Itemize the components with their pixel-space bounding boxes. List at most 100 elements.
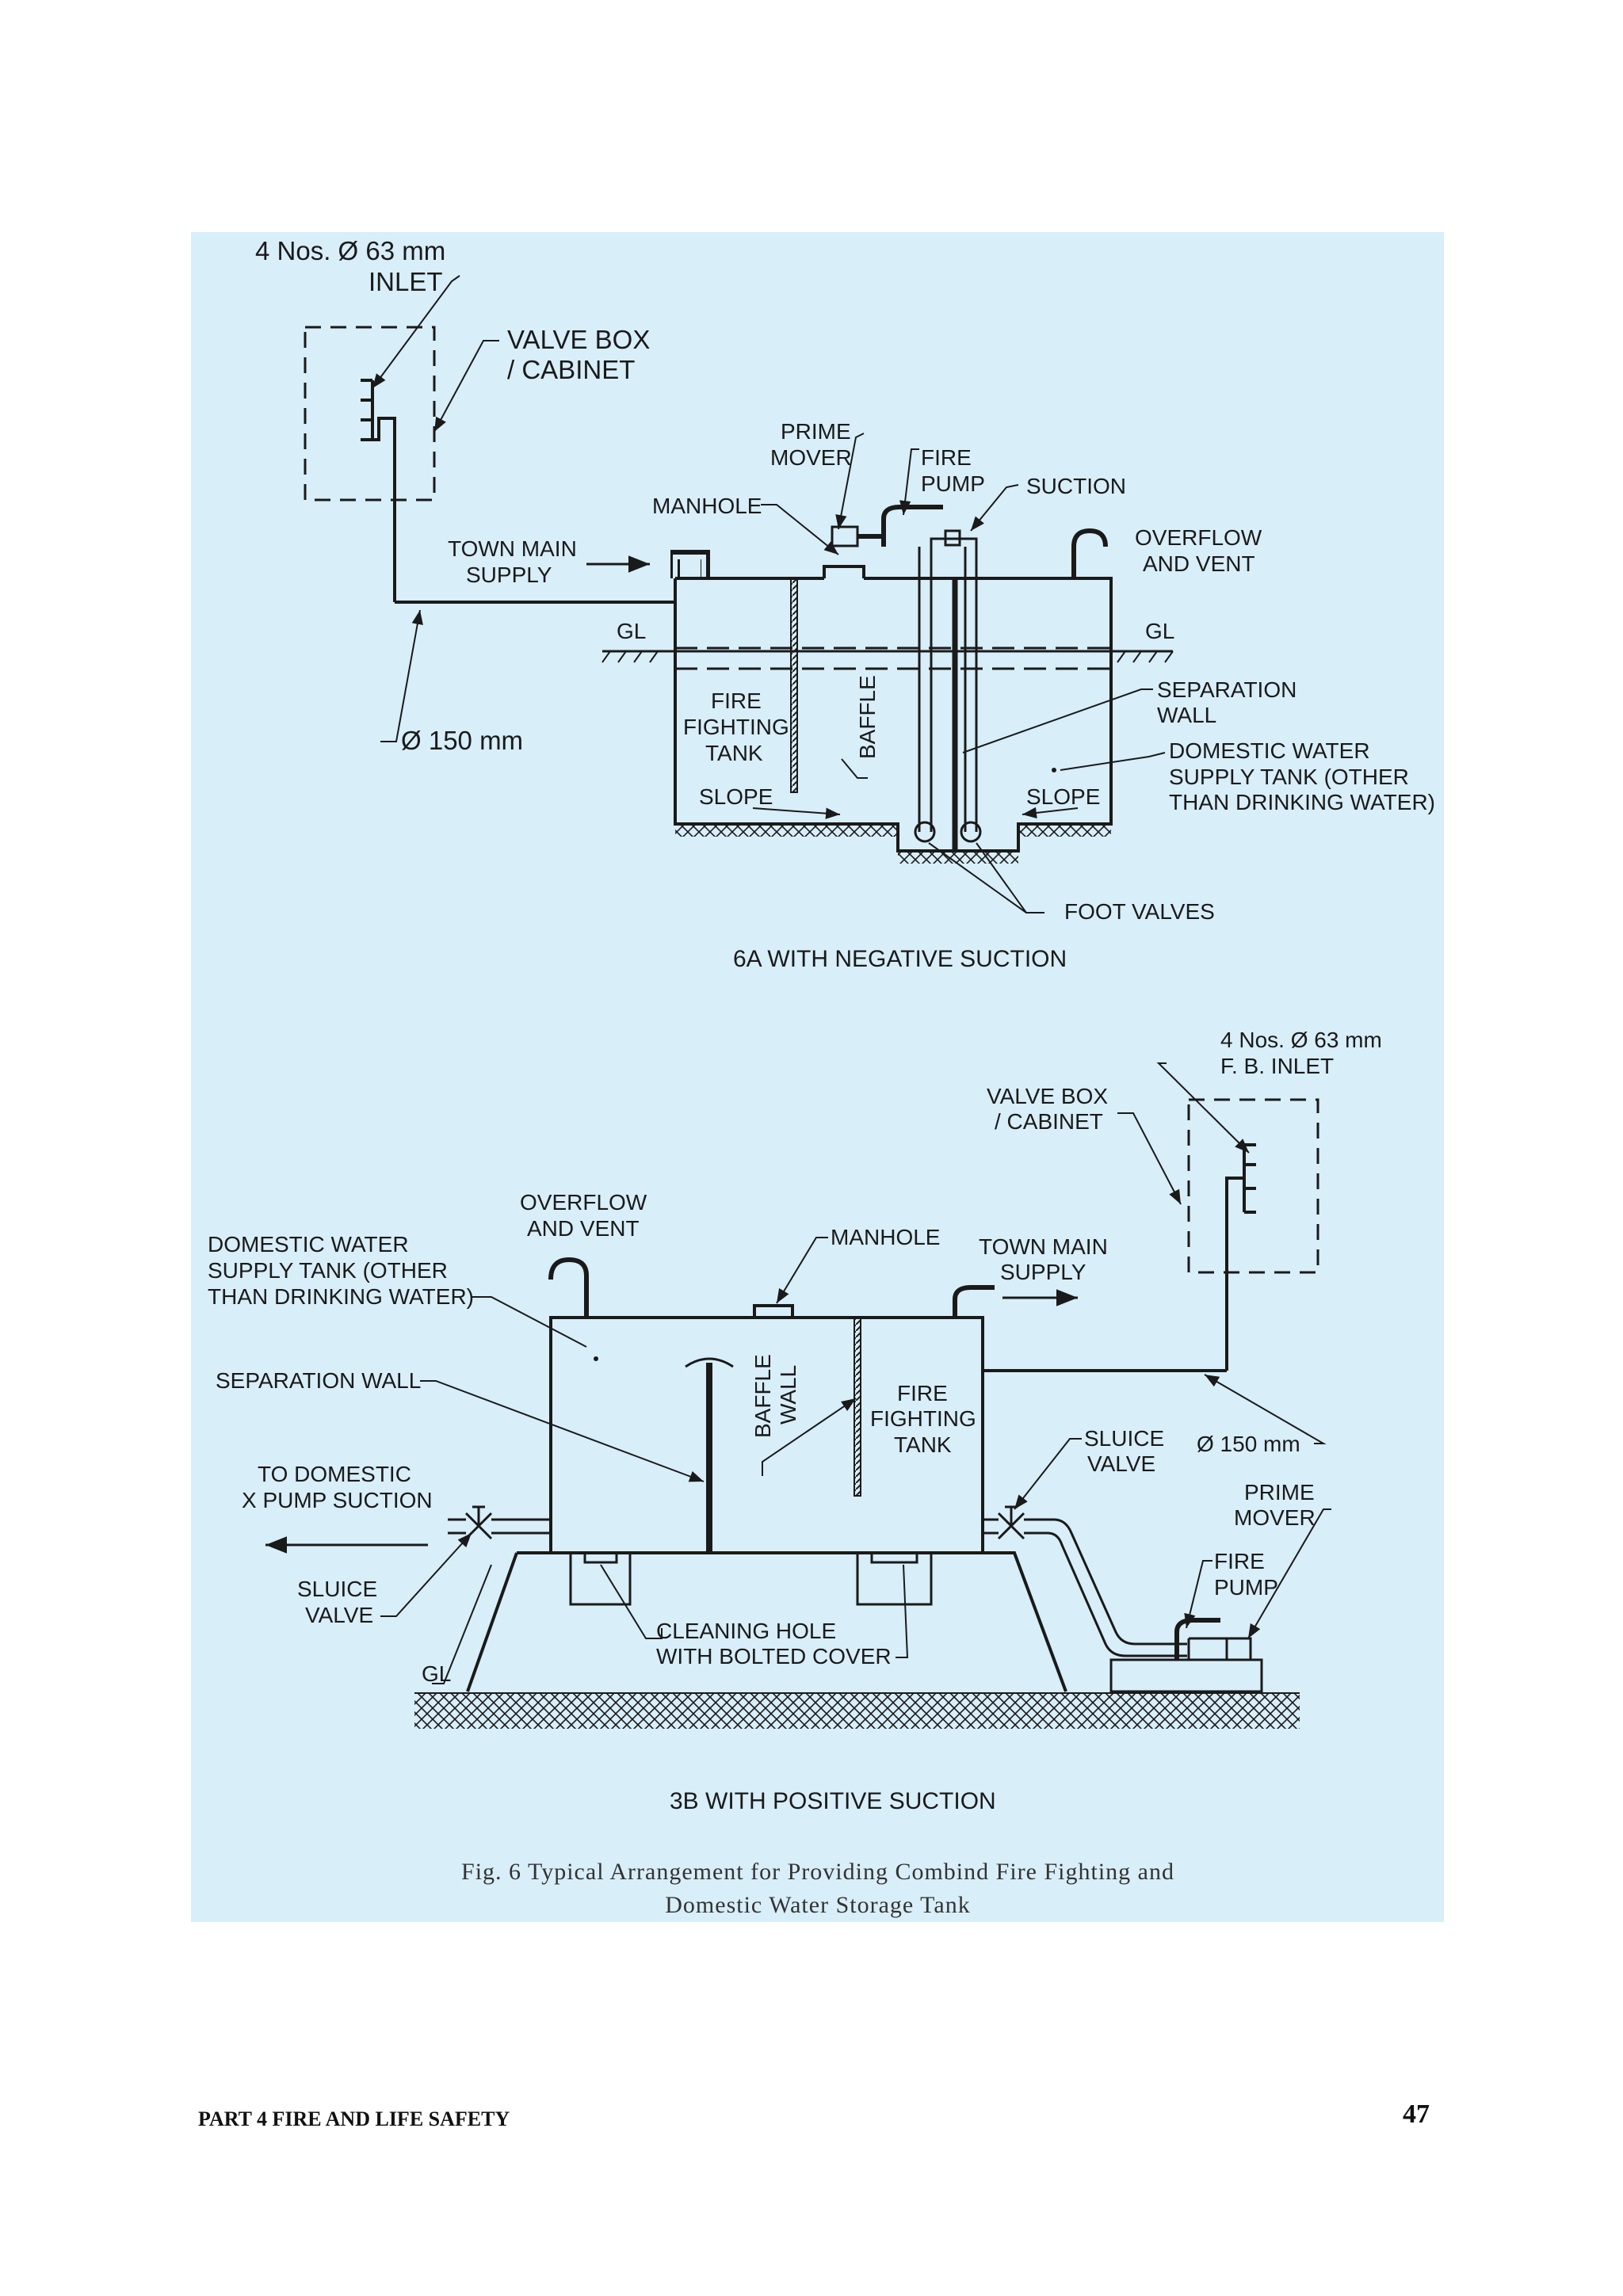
inlet-label-6a: INLET bbox=[369, 267, 443, 296]
town-main-label-3b-2: SUPPLY bbox=[1000, 1260, 1086, 1284]
baffle-label-6a: BAFFLE bbox=[855, 675, 880, 759]
manhole-label-6a: MANHOLE bbox=[652, 494, 762, 518]
fire-pump-label-6a-1: FIRE bbox=[921, 445, 972, 470]
fire-tank-label-3b-1: FIRE bbox=[897, 1381, 948, 1405]
fire-pump-6a bbox=[857, 505, 943, 547]
town-main-label-3b-1: TOWN MAIN bbox=[979, 1234, 1108, 1259]
domestic-outlet-pipe-3b bbox=[491, 1518, 551, 1535]
figure-caption-line-2: Domestic Water Storage Tank bbox=[665, 1892, 970, 1918]
separation-label-6a-2: WALL bbox=[1157, 703, 1216, 727]
domestic-label-6a-1: DOMESTIC WATER bbox=[1169, 738, 1370, 763]
inlet-manifold-3b bbox=[1225, 1143, 1256, 1371]
sluice-label-3b-right-2: VALVE bbox=[1087, 1451, 1155, 1476]
slope-label-6a-left: SLOPE bbox=[699, 784, 773, 809]
diagram-title-6a: 6A WITH NEGATIVE SUCTION bbox=[733, 946, 1067, 972]
cleaning-label-1: CLEANING HOLE bbox=[656, 1619, 836, 1643]
page-number: 47 bbox=[1403, 2100, 1430, 2129]
sluice-label-3b-left-2: VALVE bbox=[305, 1603, 373, 1627]
inlet-label-3b: F. B. INLET bbox=[1220, 1054, 1334, 1078]
ground-hatch-6a-sump bbox=[898, 852, 1018, 864]
prime-mover-3b bbox=[1225, 1637, 1252, 1661]
suction-valve-6a bbox=[944, 529, 961, 547]
valve-box-3b bbox=[1187, 1098, 1319, 1274]
fire-tank-label-6a-1: FIRE bbox=[711, 688, 762, 713]
baffle-wall-3b bbox=[854, 1317, 861, 1497]
pipe-dia-label-6a: Ø 150 mm bbox=[401, 726, 523, 755]
suction-pipe-6a bbox=[918, 547, 978, 832]
water-level-6a bbox=[675, 646, 1111, 670]
valve-box-label-6a-2: / CABINET bbox=[507, 355, 635, 384]
footer-section: PART 4 FIRE AND LIFE SAFETY bbox=[198, 2107, 510, 2130]
foot-valve-6a-1 bbox=[914, 821, 936, 843]
cleaning-hole-3b-left bbox=[569, 1553, 632, 1606]
domestic-label-3b-3: THAN DRINKING WATER) bbox=[208, 1284, 474, 1309]
slope-arrow-6a-right bbox=[1022, 807, 1079, 819]
prime-mover-label-3b-2: MOVER bbox=[1234, 1505, 1316, 1530]
domestic-label-3b-2: SUPPLY TANK (OTHER bbox=[208, 1258, 448, 1283]
pipe-dia-label-3b: Ø 150 mm bbox=[1197, 1432, 1300, 1456]
ground-hatch-6a-left bbox=[675, 826, 898, 837]
valve-box-label-3b-2: / CABINET bbox=[995, 1109, 1103, 1134]
town-main-gooseneck-3b bbox=[953, 1285, 995, 1318]
fire-pump-label-3b-2: PUMP bbox=[1214, 1575, 1278, 1600]
valve-box-label-6a-1: VALVE BOX bbox=[507, 325, 650, 354]
sluice-valve-3b-left bbox=[464, 1505, 493, 1540]
manhole-3b bbox=[753, 1304, 794, 1318]
baffle-6a bbox=[790, 578, 798, 793]
labels-6a: 4 Nos. Ø 63 mm INLET VALVE BOX / CABINET… bbox=[255, 236, 1435, 972]
overflow-label-3b-2: AND VENT bbox=[527, 1216, 640, 1241]
fire-pump-3b bbox=[1174, 1618, 1220, 1660]
inlet-spec-3b: 4 Nos. Ø 63 mm bbox=[1220, 1028, 1382, 1052]
gl-label-6a-right: GL bbox=[1145, 619, 1174, 643]
suction-label-6a: SUCTION bbox=[1026, 474, 1126, 498]
gl-label-3b: GL bbox=[422, 1661, 451, 1686]
valve-box-label-3b-1: VALVE BOX bbox=[987, 1084, 1108, 1108]
foot-valve-6a-2 bbox=[960, 821, 982, 843]
labels-3b: 4 Nos. Ø 63 mm F. B. INLET VALVE BOX / C… bbox=[208, 1028, 1382, 1814]
domestic-label-6a-3: THAN DRINKING WATER) bbox=[1169, 790, 1435, 814]
ground-hatch-6a-right bbox=[1018, 826, 1111, 837]
prime-mover-6a bbox=[831, 525, 859, 547]
domestic-label-6a-2: SUPPLY TANK (OTHER bbox=[1169, 765, 1409, 789]
separation-label-6a-1: SEPARATION bbox=[1157, 677, 1296, 702]
valve-box-6a bbox=[304, 326, 436, 502]
cleaning-hole-3b-right bbox=[856, 1553, 933, 1606]
fire-tank-label-3b-3: TANK bbox=[894, 1432, 952, 1457]
tank-outline-6a bbox=[674, 577, 1113, 852]
overflow-label-6a-1: OVERFLOW bbox=[1135, 525, 1262, 550]
diagram-3b bbox=[265, 1062, 1331, 1729]
baffle-label-3b-1: BAFFLE bbox=[750, 1354, 775, 1438]
diagram-6a bbox=[304, 275, 1174, 913]
cleaning-label-2: WITH BOLTED COVER bbox=[656, 1644, 892, 1669]
fire-pump-label-6a-2: PUMP bbox=[921, 471, 985, 496]
slope-arrow-6a-left bbox=[752, 807, 841, 819]
diagram-title-3b: 3B WITH POSITIVE SUCTION bbox=[670, 1788, 996, 1814]
overflow-vent-3b bbox=[548, 1257, 589, 1318]
figure-panel bbox=[191, 232, 1444, 1922]
figure-caption-line-1: Fig. 6 Typical Arrangement for Providing… bbox=[461, 1859, 1174, 1885]
town-main-label-6a-2: SUPPLY bbox=[466, 563, 552, 587]
pump-base-3b bbox=[1109, 1658, 1263, 1693]
overflow-label-3b-1: OVERFLOW bbox=[520, 1190, 647, 1215]
separation-label-3b: SEPARATION WALL bbox=[216, 1368, 421, 1393]
prime-mover-label-6a-1: PRIME bbox=[781, 419, 851, 444]
prime-mover-label-6a-2: MOVER bbox=[770, 445, 852, 470]
sluice-label-3b-right-1: SLUICE bbox=[1084, 1426, 1164, 1451]
pump-suction-pipe-3b bbox=[983, 1518, 1187, 1657]
manhole-6a bbox=[823, 565, 865, 578]
overflow-label-6a-2: AND VENT bbox=[1143, 551, 1255, 576]
ground-hatch-3b bbox=[414, 1693, 1300, 1729]
domestic-label-3b-1: DOMESTIC WATER bbox=[208, 1232, 409, 1257]
fire-tank-label-6a-3: TANK bbox=[705, 741, 763, 765]
foot-valves-label-6a: FOOT VALVES bbox=[1064, 899, 1215, 924]
overflow-vent-6a bbox=[1071, 528, 1108, 578]
fire-tank-label-6a-2: FIGHTING bbox=[683, 715, 789, 739]
sluice-valve-3b-right bbox=[997, 1505, 1025, 1540]
town-main-label-6a-1: TOWN MAIN bbox=[448, 536, 577, 561]
baffle-label-3b-2: WALL bbox=[776, 1365, 800, 1425]
prime-mover-label-3b-1: PRIME bbox=[1244, 1480, 1315, 1505]
inlet-spec-6a: 4 Nos. Ø 63 mm bbox=[255, 236, 445, 265]
to-domestic-label-2: X PUMP SUCTION bbox=[242, 1488, 433, 1512]
